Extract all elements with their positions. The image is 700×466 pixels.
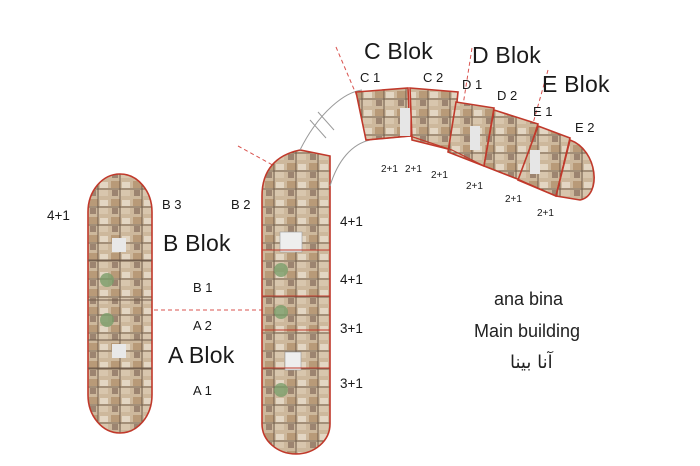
unit-type-curve-2: 2+1 [405, 164, 422, 175]
sub-block-label-a1: A 1 [193, 383, 212, 398]
unit-type-curve-6: 2+1 [537, 208, 554, 219]
sub-block-label-c1: C 1 [360, 70, 381, 85]
block-label-d: D Blok [472, 42, 541, 68]
section-lines [140, 46, 549, 311]
unit-type-tower-3: 3+1 [340, 321, 363, 336]
block-label-e: E Blok [542, 71, 610, 97]
unit-type-curve-1: 2+1 [381, 164, 398, 175]
sub-block-label-d1: D 1 [462, 77, 483, 92]
sub-block-label-b2: B 2 [231, 197, 251, 212]
sub-block-label-b3: B 3 [162, 197, 182, 212]
unit-type-tower-4: 3+1 [340, 376, 363, 391]
curved-wing-plan [355, 87, 595, 201]
sub-block-label-d2: D 2 [497, 88, 518, 103]
sub-block-label-b1: B 1 [193, 280, 213, 295]
unit-type-tower-2: 4+1 [340, 272, 363, 287]
sub-block-label-e1: E 1 [533, 104, 553, 119]
left-tower-plan [87, 173, 153, 434]
unit-type-curve-5: 2+1 [505, 194, 522, 205]
sub-block-label-e2: E 2 [575, 120, 595, 135]
block-label-a: A Blok [168, 342, 235, 368]
sub-block-label-a2: A 2 [193, 318, 212, 333]
caption-line-2: Main building [474, 321, 581, 341]
caption-line-1: ana bina [494, 289, 564, 309]
unit-type-left-tower: 4+1 [47, 208, 70, 223]
block-label-c: C Blok [364, 38, 433, 64]
unit-type-tower-1: 4+1 [340, 214, 363, 229]
caption-line-3: آنا بینا [510, 352, 553, 373]
unit-type-curve-4: 2+1 [466, 181, 483, 192]
sub-block-label-c2: C 2 [423, 70, 444, 85]
right-tower-plan [261, 149, 331, 455]
unit-type-curve-3: 2+1 [431, 170, 448, 181]
curved-connector [299, 89, 371, 187]
block-label-b: B Blok [163, 230, 231, 256]
